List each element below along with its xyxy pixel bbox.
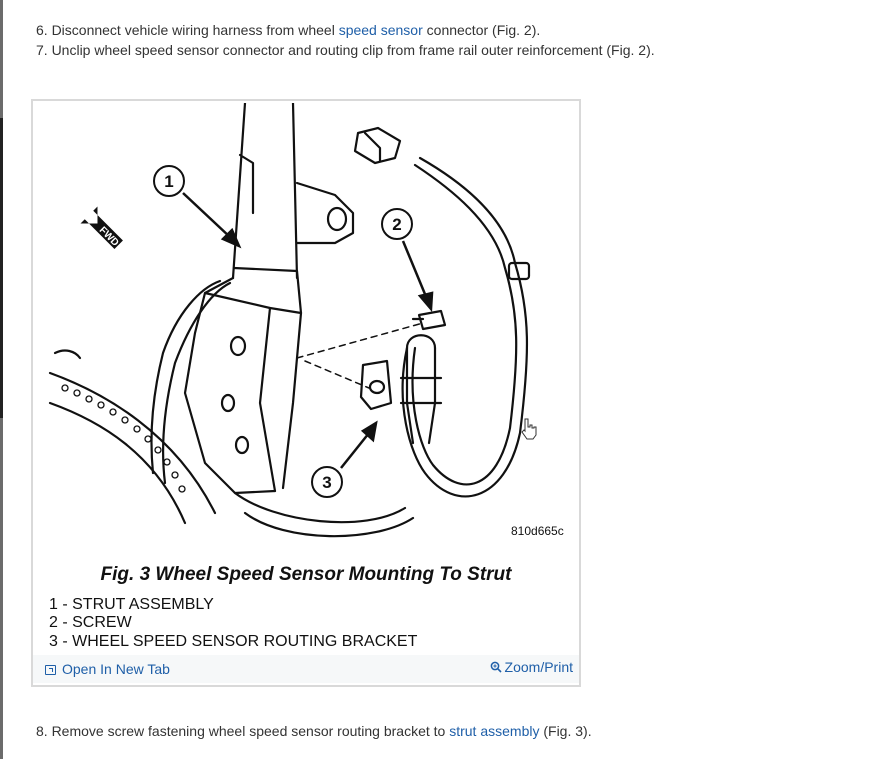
window-edge-dark bbox=[0, 118, 3, 418]
zoom-print-button[interactable]: Zoom/Print bbox=[490, 659, 573, 675]
figure-title: Fig. 3 Wheel Speed Sensor Mounting To St… bbox=[100, 564, 512, 585]
callout-2: 2 bbox=[392, 215, 401, 234]
figure-footer: Open In New Tab Zoom/Print bbox=[33, 655, 579, 683]
legend-item-1: 1 - STRUT ASSEMBLY bbox=[49, 596, 214, 613]
open-in-new-tab-button[interactable]: Open In New Tab bbox=[45, 661, 170, 677]
figure-3: 1 2 3 FWD 810d665c Fig. 3 Wheel Speed Se… bbox=[31, 99, 581, 687]
legend-item-2: 2 - SCREW bbox=[49, 614, 132, 631]
figure-illustration: 1 2 3 FWD bbox=[35, 101, 577, 551]
step-6: 6. Disconnect vehicle wiring harness fro… bbox=[36, 22, 541, 38]
figure-code: 810d665c bbox=[511, 524, 564, 538]
strut-assembly-link[interactable]: strut assembly bbox=[449, 723, 540, 739]
step-7: 7. Unclip wheel speed sensor connector a… bbox=[36, 42, 655, 58]
fwd-arrow-icon: FWD bbox=[80, 206, 123, 249]
speed-sensor-link[interactable]: speed sensor bbox=[338, 22, 423, 38]
legend-item-3: 3 - WHEEL SPEED SENSOR ROUTING BRACKET bbox=[49, 633, 418, 650]
hand-cursor-icon bbox=[521, 418, 537, 440]
strut-diagram: 1 2 3 FWD bbox=[48, 101, 537, 538]
step-8: 8. Remove screw fastening wheel speed se… bbox=[36, 723, 592, 739]
magnifier-icon bbox=[490, 661, 502, 673]
open-tab-icon bbox=[45, 665, 56, 675]
callout-3: 3 bbox=[322, 473, 331, 492]
callout-1: 1 bbox=[164, 172, 173, 191]
